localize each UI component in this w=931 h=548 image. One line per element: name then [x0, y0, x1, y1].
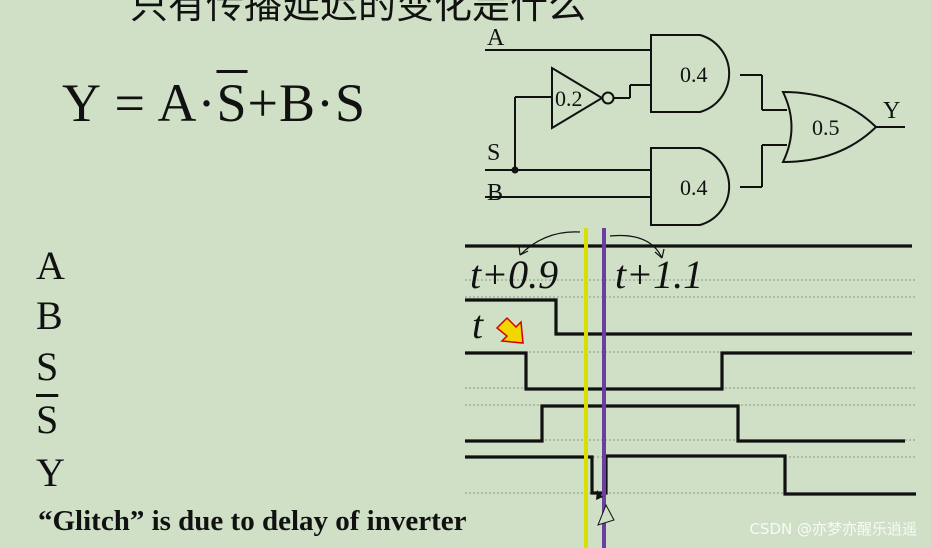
output-label-y: Y [883, 98, 900, 124]
waveform-y [465, 454, 916, 496]
glitch-pointer [596, 490, 603, 500]
formula-equals: = [114, 73, 146, 133]
formula-dot: · [316, 73, 336, 133]
annotation-arrow-right [609, 234, 663, 259]
annotation-arrow-left [519, 231, 581, 256]
formula-lhs: Y [62, 73, 100, 133]
input-label-b: B [487, 180, 503, 206]
signal-label-a: A [36, 243, 65, 288]
formula-s-bar: S [216, 73, 248, 133]
signal-label-b: B [36, 293, 63, 338]
inverter-delay-label: 0.2 [555, 86, 583, 111]
formula-dot: · [197, 73, 217, 133]
inverter-bubble [601, 91, 615, 105]
formula-a: A [157, 73, 198, 133]
and-gate-top [650, 34, 731, 113]
input-label-s: S [487, 140, 500, 166]
signal-label-s: S [36, 344, 59, 389]
or-gate [781, 90, 878, 164]
time-label-right: t+1.1 [615, 252, 703, 297]
signal-label-s-bar: S [36, 397, 59, 442]
slide-title-partial: 只有传播延迟的变化是什么 [130, 0, 587, 27]
time-label-t: t [472, 302, 484, 347]
and-gate-bottom [650, 147, 731, 226]
watermark: CSDN @亦梦亦醒乐逍遥 [749, 520, 917, 538]
junction-dot [511, 166, 519, 174]
waveform-b [465, 298, 912, 336]
formula-b: B [279, 73, 317, 133]
circuit-diagram [485, 34, 905, 226]
and-top-delay-label: 0.4 [680, 62, 708, 87]
and-bottom-delay-label: 0.4 [680, 175, 708, 200]
timing-gridlines [465, 279, 916, 494]
formula-s: S [335, 73, 367, 133]
formula-plus: + [247, 73, 279, 133]
boolean-formula: Y = A·S+B·S [62, 72, 366, 134]
signal-label-y: Y [36, 450, 65, 495]
waveform-s-bar [465, 404, 905, 443]
time-label-left: t+0.9 [470, 252, 558, 297]
glitch-arrow-outline [597, 503, 615, 526]
glitch-caption: “Glitch” is due to delay of inverter [38, 505, 467, 537]
inverter-gate [551, 66, 604, 130]
input-label-a: A [487, 25, 505, 51]
waveform-s [465, 351, 912, 391]
or-delay-label: 0.5 [812, 115, 840, 140]
yellow-arrow-icon [495, 316, 524, 344]
